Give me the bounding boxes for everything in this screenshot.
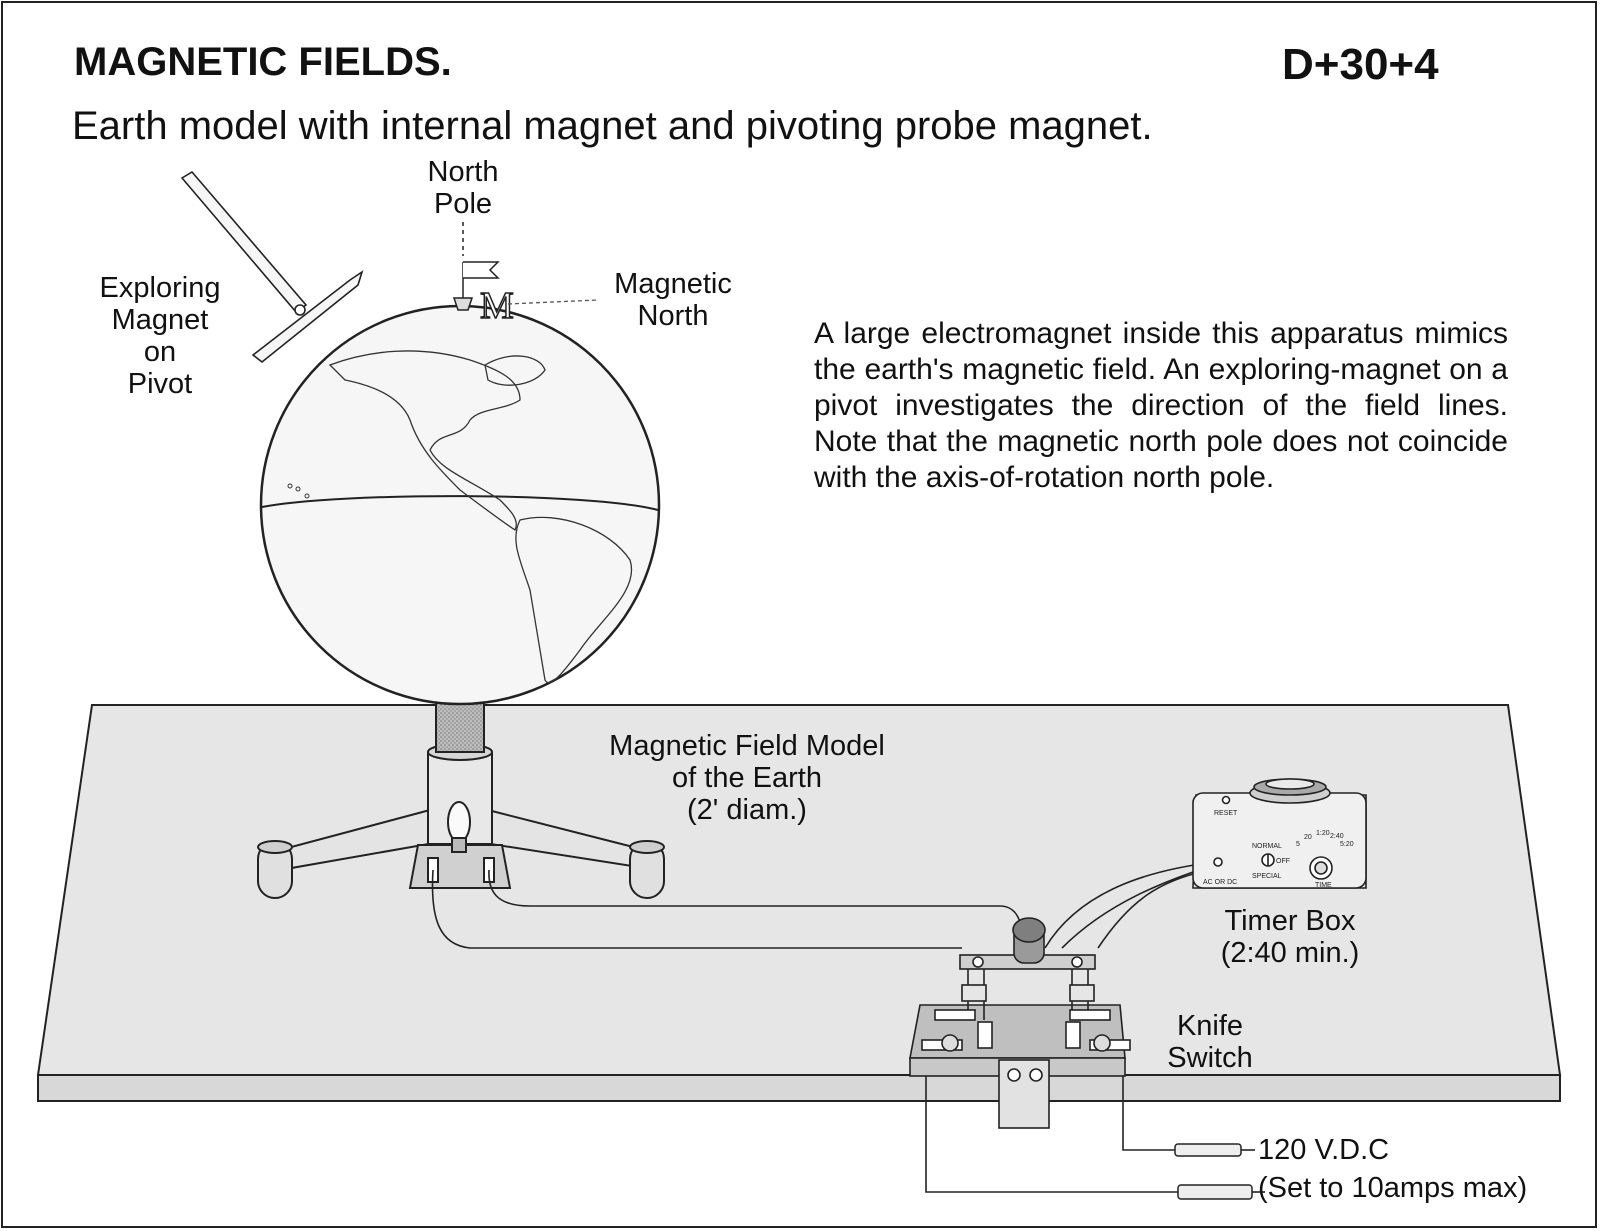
description-text: A large electromagnet inside this appara… — [814, 317, 1508, 494]
magnetic-north-leader — [507, 299, 599, 305]
off-label: OFF — [1276, 858, 1290, 865]
table-top — [36, 704, 1562, 1102]
power-label: 120 V.D.C(Set to 10amps max) — [1258, 1134, 1528, 1204]
dial-mark: 20 — [1304, 834, 1312, 841]
dial-mark: 5 — [1296, 841, 1300, 848]
dial-mark: 5:20 — [1340, 841, 1354, 848]
time-label: TIME — [1315, 882, 1332, 889]
dial-mark: 2:40 — [1330, 833, 1344, 840]
knife-switch — [909, 917, 1131, 1129]
ac-dc-label: AC OR DC — [1203, 879, 1237, 886]
globe-stand — [257, 699, 665, 899]
page-title: MAGNETIC FIELDS. — [74, 40, 452, 84]
special-label: SPECIAL — [1252, 873, 1282, 880]
timer-panel-labels: RESET NORMAL OFF SPECIAL AC OR DC TIME 5… — [1203, 810, 1354, 889]
timer-box — [1192, 778, 1367, 889]
timer-box-label: Timer Box(2:40 min.) — [1220, 905, 1360, 969]
south-america-outline — [515, 516, 633, 684]
greenland-outline — [484, 355, 546, 386]
magnetic-north-marker: M — [480, 285, 514, 327]
power-plugs — [1174, 1143, 1253, 1200]
page-subtitle: Earth model with internal magnet and piv… — [72, 104, 1153, 148]
reset-label: RESET — [1214, 810, 1238, 817]
normal-label: NORMAL — [1252, 843, 1282, 850]
earth-globe — [259, 297, 661, 706]
north-america-outline — [328, 350, 521, 531]
north-pole-flag — [462, 222, 500, 298]
exploring-magnet — [180, 170, 364, 364]
demo-code: D+30+4 — [1282, 40, 1439, 89]
dial-mark: 1:20 — [1316, 830, 1330, 837]
